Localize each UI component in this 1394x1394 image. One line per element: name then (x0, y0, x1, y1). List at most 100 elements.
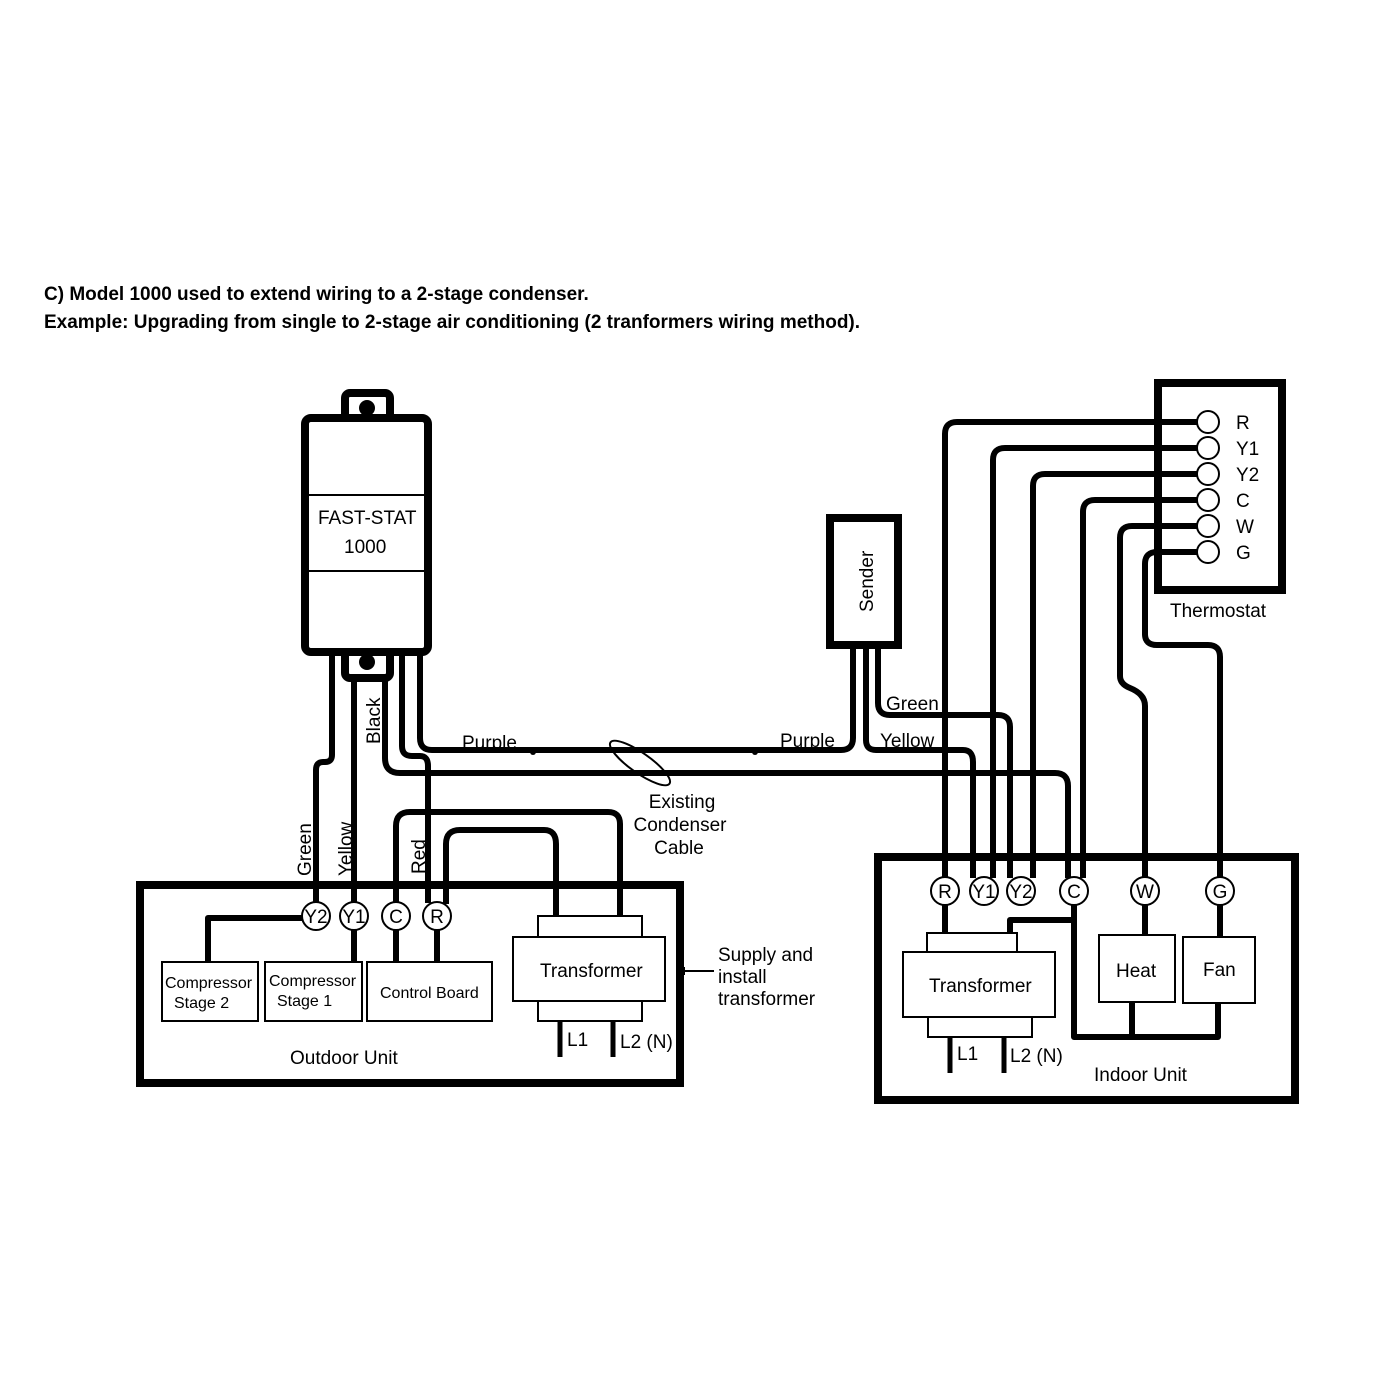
outdoor-terminal-label: R (430, 907, 444, 928)
label-green-sender: Green (886, 694, 939, 715)
outdoor-terminal-label: Y1 (342, 907, 365, 928)
control-board-label: Control Board (380, 985, 479, 1002)
sender-label: Sender (857, 550, 878, 612)
transformer-top (926, 932, 1018, 953)
outdoor-l1-label: L1 (567, 1030, 588, 1051)
splice-dot (752, 749, 758, 755)
thermostat-terminal-c (1196, 488, 1220, 512)
wire-green-outdoor (313, 652, 335, 903)
cable-bundle-marker (608, 739, 672, 787)
compressor-stage-1-label: Stage 1 (277, 993, 332, 1010)
thermostat-label: Thermostat (1170, 601, 1267, 622)
wire-thermostat-c (1080, 497, 1197, 878)
wire-red-outdoor (399, 652, 431, 903)
supply-note-line: Supply and (718, 945, 813, 966)
splice-dot (530, 749, 536, 755)
thermostat-terminal-label: W (1236, 517, 1254, 538)
indoor-transformer-label: Transformer (929, 976, 1032, 997)
wire-y2-compressor-2 (205, 915, 302, 962)
indoor-transformer (902, 951, 1056, 1018)
thermostat-terminal-label: Y1 (1236, 439, 1259, 460)
indoor-terminal-label: W (1136, 882, 1154, 903)
outdoor-terminal-y2 (301, 901, 331, 931)
outdoor-terminal-y1 (339, 901, 369, 931)
outdoor-transformer-label: Transformer (540, 961, 643, 982)
thermostat-terminal-g (1196, 540, 1220, 564)
thermostat-terminal-y2 (1196, 462, 1220, 486)
supply-note-line: transformer (718, 989, 816, 1010)
thermostat-terminal-label: Y2 (1236, 465, 1259, 486)
outdoor-terminal-label: Y2 (304, 907, 327, 928)
transformer-top (537, 915, 643, 938)
indoor-terminal-y2 (1006, 876, 1036, 906)
wire-thermostat-y1 (990, 445, 1197, 878)
wire-thermostat-g (1142, 549, 1223, 877)
indoor-unit-label: Indoor Unit (1094, 1065, 1188, 1086)
label-black: Black (364, 697, 385, 744)
fan-box (1182, 936, 1256, 1004)
indoor-terminal-w (1130, 876, 1160, 906)
title-line-1: C) Model 1000 used to extend wiring to a… (44, 284, 589, 305)
outdoor-terminal-c (381, 901, 411, 931)
label-red-outdoor: Red (409, 839, 430, 874)
outdoor-terminal-r (422, 901, 452, 931)
cable-label-line-2: Condenser (634, 815, 728, 836)
label-green-outdoor: Green (295, 823, 316, 876)
wire-thermostat-y2 (1030, 471, 1197, 878)
wire-thermostat-w (1117, 523, 1197, 877)
thermostat-terminal-r (1196, 410, 1220, 434)
outdoor-transformer (512, 936, 666, 1002)
outdoor-unit-label: Outdoor Unit (290, 1048, 398, 1069)
thermostat-terminal-label: R (1236, 413, 1250, 434)
outdoor-l2-label: L2 (N) (620, 1032, 673, 1053)
indoor-terminal-label: Y1 (972, 882, 995, 903)
transformer-bottom (537, 1000, 643, 1022)
label-yellow-sender: Yellow (880, 731, 935, 752)
fast-stat-model: 1000 (344, 537, 386, 558)
indoor-terminal-label: Y2 (1009, 882, 1032, 903)
compressor-stage-1 (264, 961, 363, 1022)
supply-note: Supply and install transformer (676, 945, 816, 1010)
wire-black (382, 678, 1071, 878)
thermostat-terminal-label: G (1236, 543, 1251, 564)
outdoor-unit: Y2 Y1 C R Compressor Stage 2 Compressor … (136, 809, 684, 1087)
thermostat-terminal-label: C (1236, 491, 1250, 512)
sender: Sender (826, 514, 902, 649)
fast-stat-name: FAST-STAT (318, 508, 417, 529)
compressor-stage-1-label: Compressor (269, 973, 357, 990)
label-purple-left: Purple (462, 733, 517, 754)
indoor-l1-label: L1 (957, 1044, 978, 1065)
indoor-unit: R Y1 Y2 C W G Transformer L1 L2 (N) Heat… (874, 853, 1299, 1104)
compressor-stage-2-label: Stage 2 (174, 995, 229, 1012)
heat-label: Heat (1116, 961, 1157, 982)
wire-yellow-sender (863, 645, 976, 878)
thermostat-terminals (1196, 410, 1220, 564)
transformer-bottom (927, 1016, 1033, 1038)
thermostat-terminal-w (1196, 514, 1220, 538)
label-yellow-outdoor: Yellow (336, 821, 357, 876)
compressor-stage-2-label: Compressor (165, 975, 253, 992)
thermostat-terminal-y1 (1196, 436, 1220, 460)
indoor-terminal-label: G (1213, 882, 1228, 903)
cable-label: Existing Condenser Cable (634, 792, 728, 859)
fan-label: Fan (1203, 960, 1236, 981)
indoor-terminal-c (1059, 876, 1089, 906)
indoor-terminal-label: C (1067, 882, 1081, 903)
mount-hole (359, 400, 375, 416)
label-purple-right: Purple (780, 731, 835, 752)
indoor-terminal-label: R (938, 882, 952, 903)
wire-c-transformer (1007, 917, 1074, 933)
wire-thermostat-r (942, 419, 1197, 877)
indoor-terminal-r (930, 876, 960, 906)
cable-label-line-1: Existing (649, 792, 716, 813)
wire-r-to-transformer (443, 827, 559, 916)
thermostat: R Y1 Y2 C W G Thermostat (1154, 379, 1286, 622)
compressor-stage-2 (161, 961, 259, 1022)
mount-hole (359, 654, 375, 670)
heat-box (1098, 934, 1176, 1003)
control-board (366, 961, 493, 1022)
wire-c-common (1071, 905, 1221, 1040)
supply-note-line: install (718, 967, 767, 988)
wire-c-to-transformer (393, 809, 623, 916)
